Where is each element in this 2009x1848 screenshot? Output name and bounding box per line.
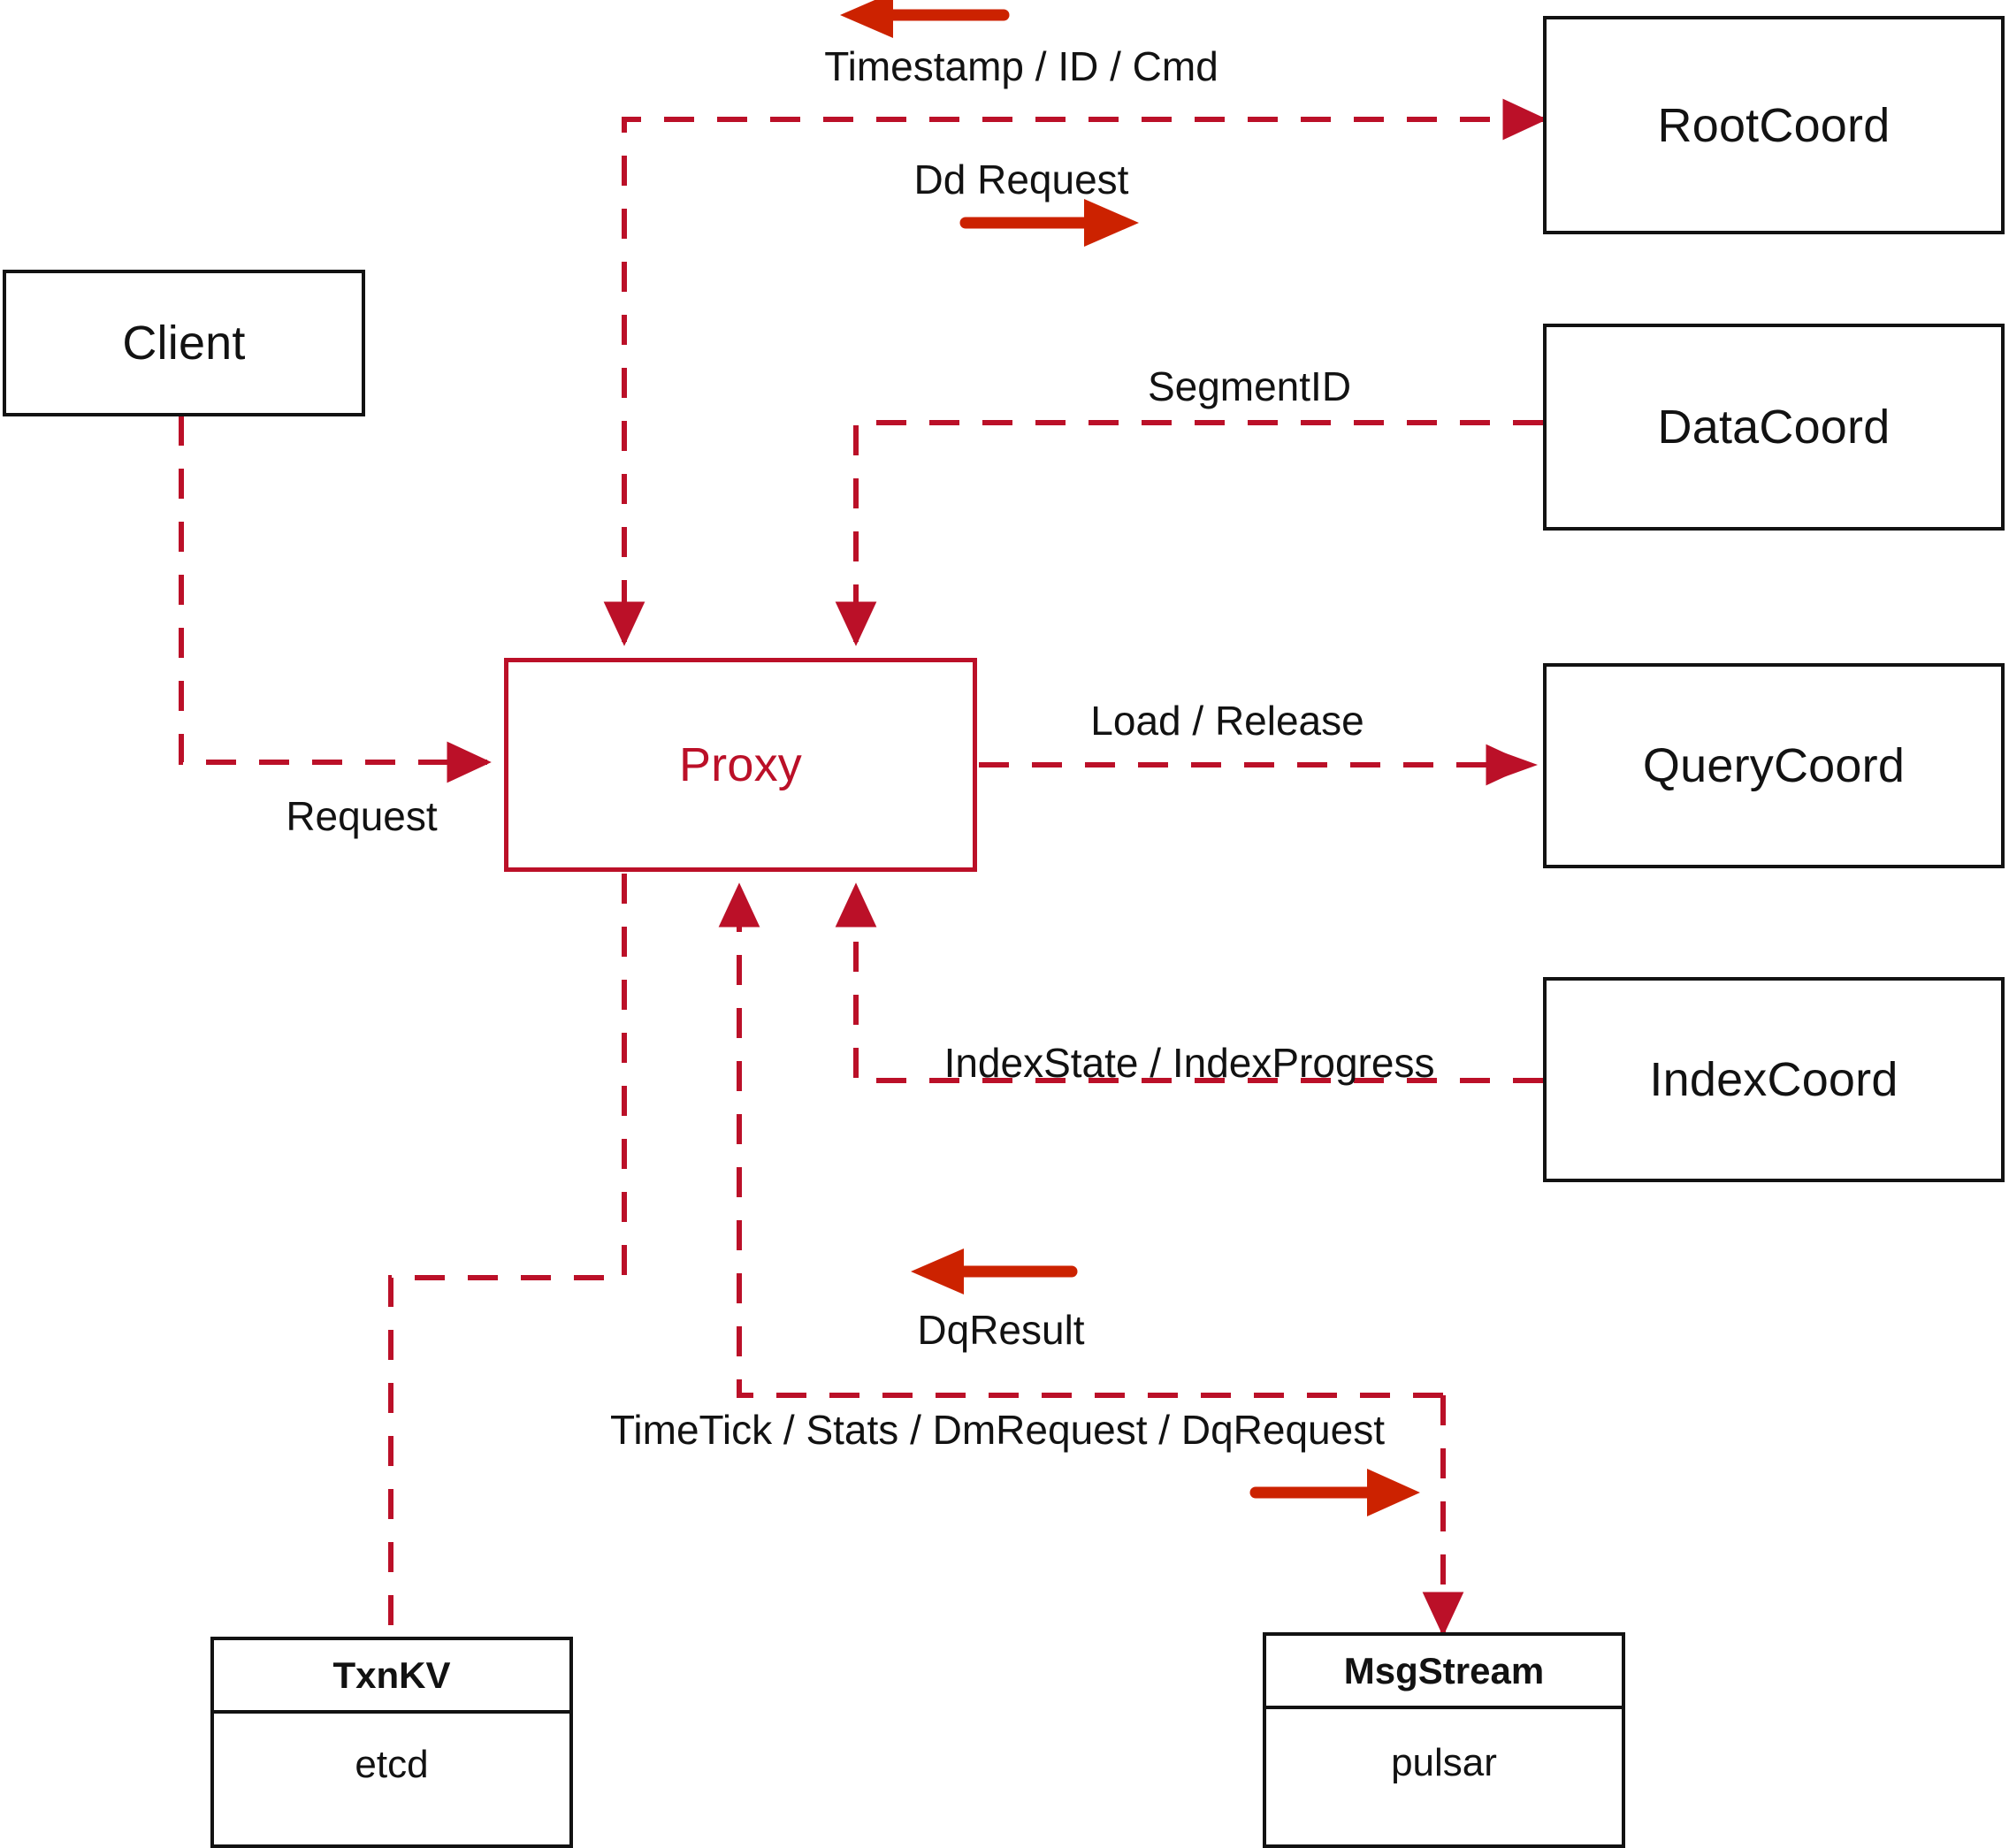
arrowhead-rootcoord xyxy=(1503,104,1545,134)
node-proxy-label: Proxy xyxy=(678,738,803,791)
msgstream-direction-arrow-head xyxy=(1367,1469,1420,1516)
node-msgstream[interactable]: MsgStream pulsar xyxy=(1263,1632,1625,1848)
node-txnkv-header-label: TxnKV xyxy=(332,1653,451,1696)
node-indexcoord-label: IndexCoord xyxy=(1649,1053,1898,1106)
node-rootcoord[interactable]: RootCoord xyxy=(1543,16,2005,234)
wire-indexcoord-proxy xyxy=(835,882,1543,1083)
edge-label-load-release: Load / Release xyxy=(1090,698,1364,744)
node-txnkv-body-label: etcd xyxy=(355,1743,429,1786)
node-proxy[interactable]: Proxy xyxy=(504,658,977,872)
node-querycoord[interactable]: QueryCoord xyxy=(1543,663,2005,868)
node-msgstream-body: pulsar xyxy=(1266,1709,1622,1844)
wire-client-proxy xyxy=(179,416,492,783)
timestamp-direction-arrow-head xyxy=(840,0,893,38)
node-client-label: Client xyxy=(122,317,246,370)
node-datacoord-label: DataCoord xyxy=(1657,401,1891,454)
node-msgstream-header-label: MsgStream xyxy=(1343,1649,1545,1691)
edge-label-timestamp-id-cmd: Timestamp / ID / Cmd xyxy=(824,43,1218,89)
edge-label-dq-result: DqResult xyxy=(917,1307,1085,1353)
dq-result-direction-arrow-head xyxy=(911,1249,964,1294)
edge-label-segment-id: SegmentID xyxy=(1147,363,1352,409)
node-client[interactable]: Client xyxy=(3,270,365,416)
edge-label-timetick-stats: TimeTick / Stats / DmRequest / DqRequest xyxy=(610,1407,1385,1453)
edge-label-dd-request: Dd Request xyxy=(913,157,1129,202)
node-indexcoord[interactable]: IndexCoord xyxy=(1543,977,2005,1182)
arrowhead-querycoord xyxy=(1496,750,1538,780)
wire-datacoord-proxy xyxy=(835,420,1543,646)
node-txnkv-header: TxnKV xyxy=(214,1640,569,1714)
node-rootcoord-label: RootCoord xyxy=(1657,98,1891,152)
node-msgstream-header: MsgStream xyxy=(1266,1636,1622,1709)
wire-msgstream-proxy xyxy=(718,882,1443,1398)
node-datacoord[interactable]: DataCoord xyxy=(1543,324,2005,531)
wire-proxy-txnkv xyxy=(388,874,627,1637)
edge-label-request: Request xyxy=(286,793,438,839)
edge-label-index-state-progress: IndexState / IndexProgress xyxy=(943,1040,1435,1086)
node-querycoord-label: QueryCoord xyxy=(1642,739,1906,792)
node-msgstream-body-label: pulsar xyxy=(1391,1740,1497,1784)
wire-rootcoord-proxy xyxy=(603,117,1543,646)
node-txnkv[interactable]: TxnKV etcd xyxy=(210,1637,573,1848)
dd-request-direction-arrow-head xyxy=(1084,199,1139,247)
node-txnkv-body: etcd xyxy=(214,1714,569,1844)
